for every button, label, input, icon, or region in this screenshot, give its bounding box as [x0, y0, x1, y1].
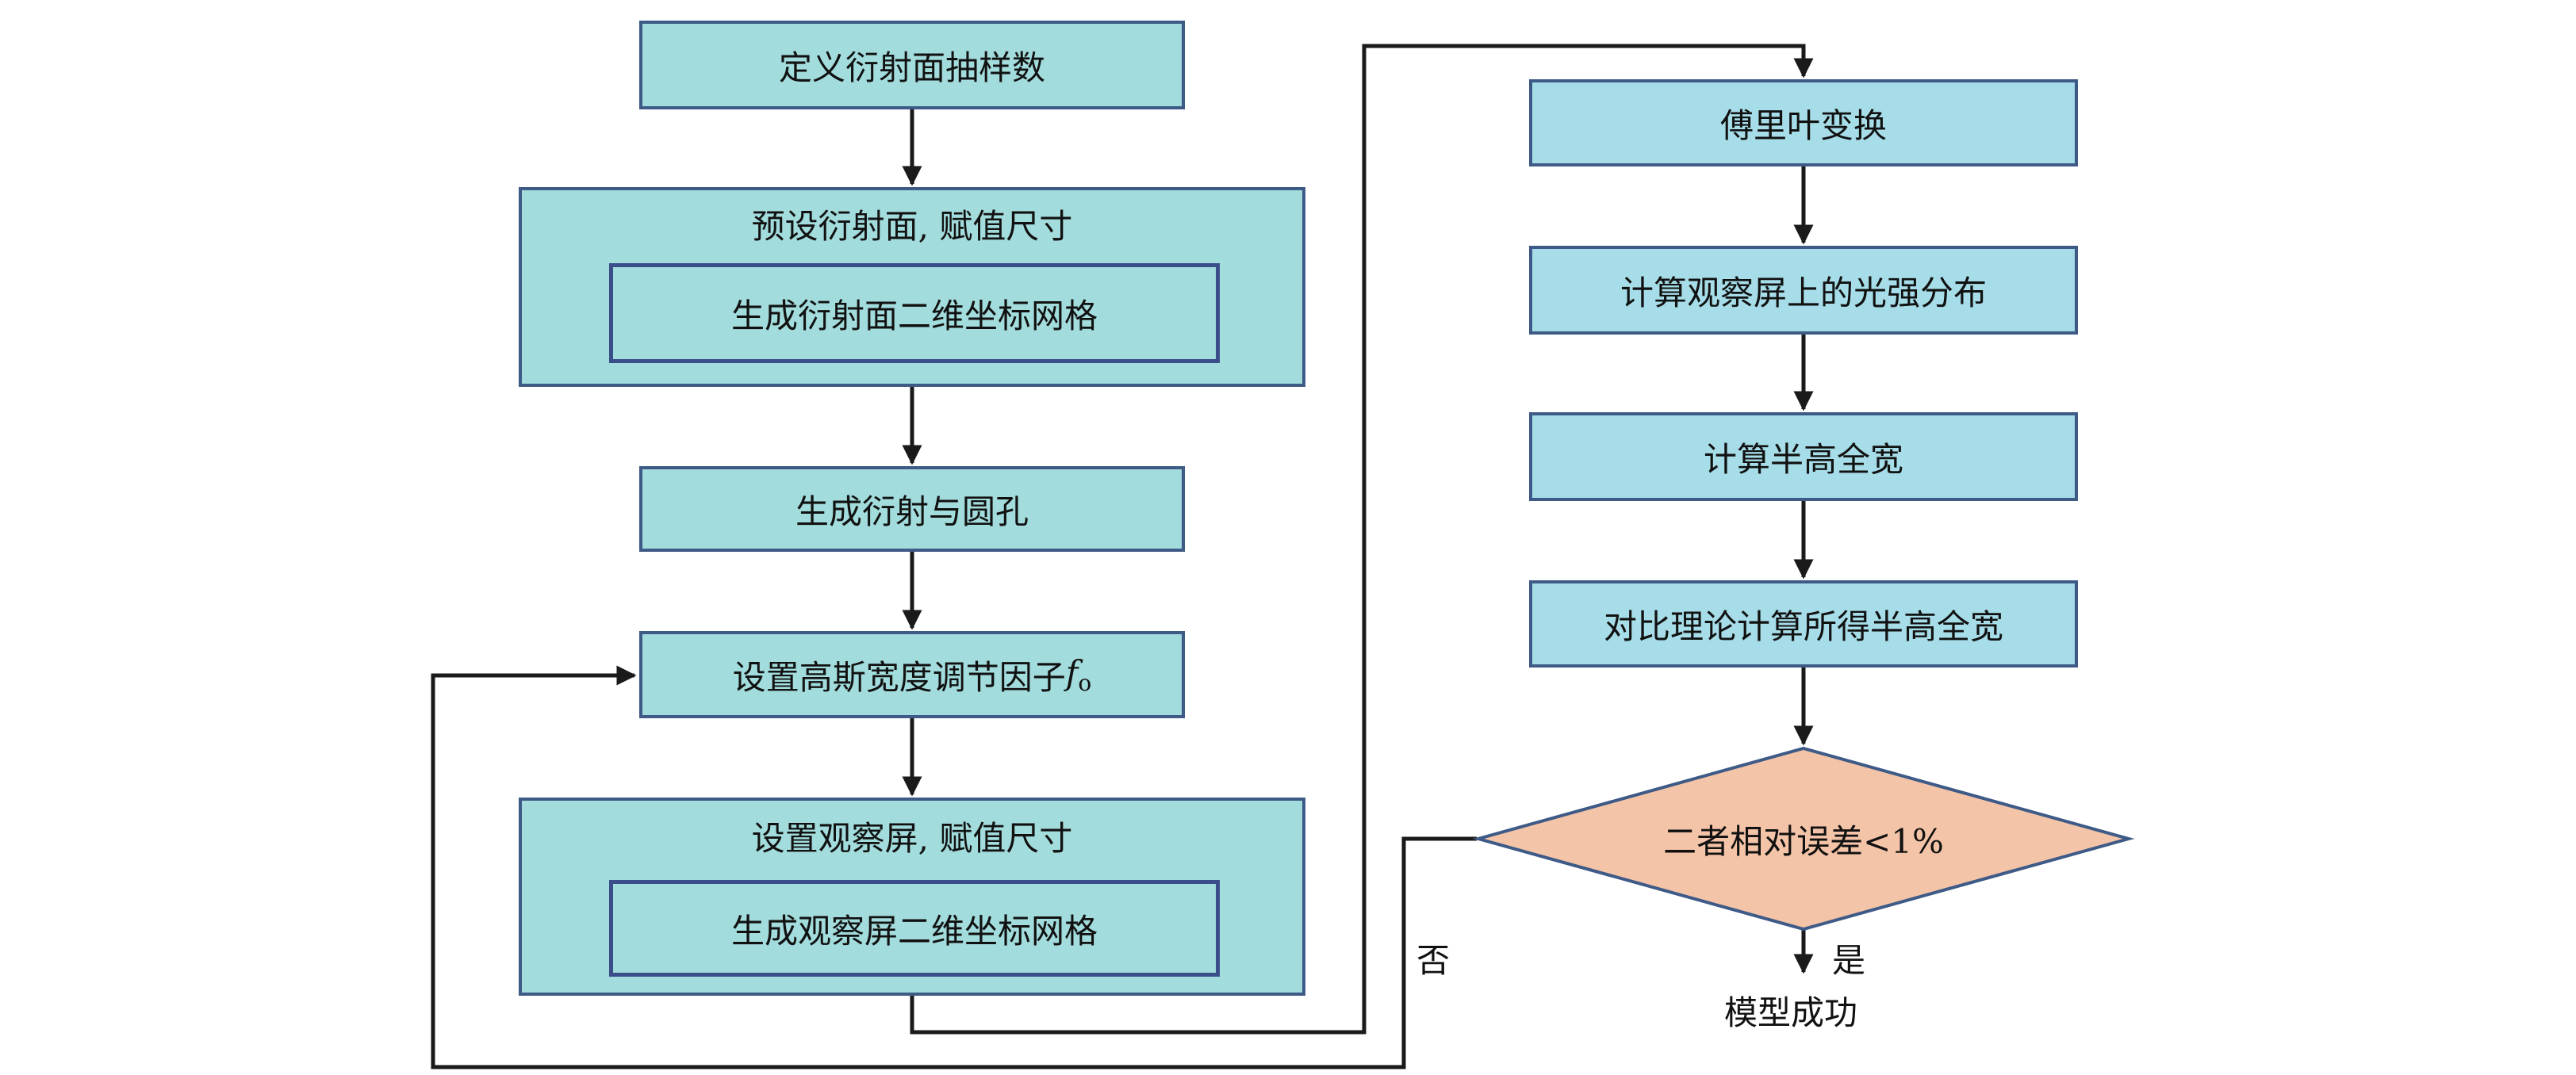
set-observation-screen-label: 设置观察屏, 赋值尺寸: [751, 819, 1073, 858]
edge-label-no: 否: [1416, 941, 1451, 980]
fourier-transform-box: 傅里叶变换: [1529, 79, 2078, 166]
preset-diffraction-plane-group: 预设衍射面, 赋值尺寸 生成衍射面二维坐标网格: [519, 187, 1305, 387]
preset-diffraction-plane-label: 预设衍射面, 赋值尺寸: [751, 207, 1073, 246]
decision-diamond: [1472, 746, 2135, 932]
arrow-screen-to-fourier: [910, 44, 1814, 1035]
success-label: 模型成功: [1724, 993, 1858, 1032]
compare-fwhm-box: 对比理论计算所得半高全宽: [1529, 580, 2078, 668]
generate-diffraction-grid-box: 生成衍射面二维坐标网格: [609, 263, 1220, 363]
compute-fwhm-box: 计算半高全宽: [1529, 412, 2078, 501]
set-gaussian-factor-label: 设置高斯宽度调节因子: [732, 657, 1066, 697]
define-sampling-box: 定义衍射面抽样数: [639, 21, 1185, 109]
decision-label: 二者相对误差<1%: [1663, 821, 1944, 861]
arrow-decision-no: [431, 665, 1477, 1069]
gaussian-factor-subscript: o: [1078, 670, 1092, 696]
set-observation-screen-group: 设置观察屏, 赋值尺寸 生成观察屏二维坐标网格: [519, 798, 1305, 996]
generate-observation-grid-box: 生成观察屏二维坐标网格: [609, 880, 1220, 977]
gaussian-factor-symbol: fo: [1065, 653, 1092, 696]
edge-label-yes: 是: [1832, 941, 1866, 980]
compute-intensity-box: 计算观察屏上的光强分布: [1529, 246, 2078, 335]
generate-aperture-box: 生成衍射与圆孔: [639, 466, 1185, 552]
